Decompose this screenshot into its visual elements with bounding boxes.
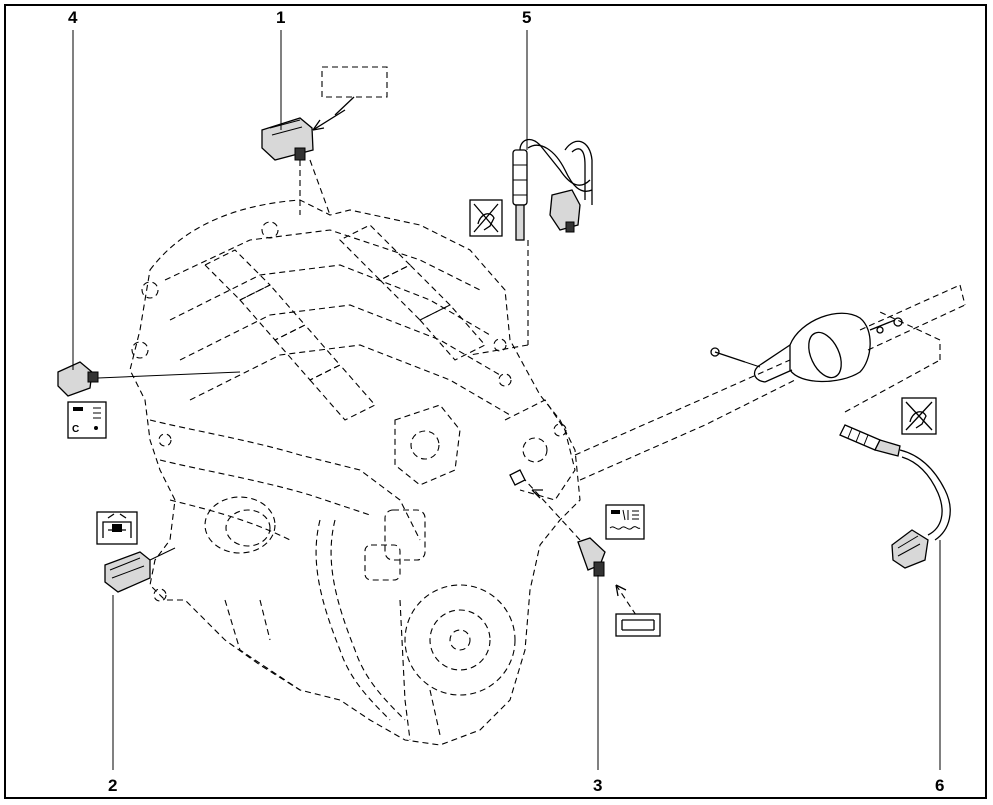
part-5-symbol [469, 199, 503, 237]
part-6-symbol [901, 397, 937, 435]
part-4-symbol: C [67, 401, 107, 439]
part-1-pressure-sensor [261, 109, 346, 216]
svg-text:C: C [72, 424, 79, 435]
part-5-oxygen-sensor [469, 138, 593, 356]
callout-2: 2 [108, 776, 117, 795]
callout-4: 4 [68, 8, 78, 27]
part-1-dashed-box [321, 66, 388, 116]
diagram-frame [4, 4, 987, 799]
part-2-symbol [96, 511, 138, 545]
catalytic-converter [710, 312, 903, 383]
part-3-symbol [605, 504, 645, 540]
callout-5: 5 [522, 8, 531, 27]
seal-symbol [615, 613, 661, 637]
part-3-temp-sensor [509, 469, 637, 616]
callout-leaders [72, 30, 941, 770]
part-2-sensor [104, 547, 176, 593]
engine-block [129, 199, 581, 746]
callout-6: 6 [935, 776, 944, 795]
callout-3: 3 [593, 776, 602, 795]
part-4-sensor [57, 361, 241, 397]
exhaust-pipe [574, 284, 966, 481]
part-6-oxygen-sensor [839, 311, 951, 569]
callout-1: 1 [276, 8, 285, 27]
